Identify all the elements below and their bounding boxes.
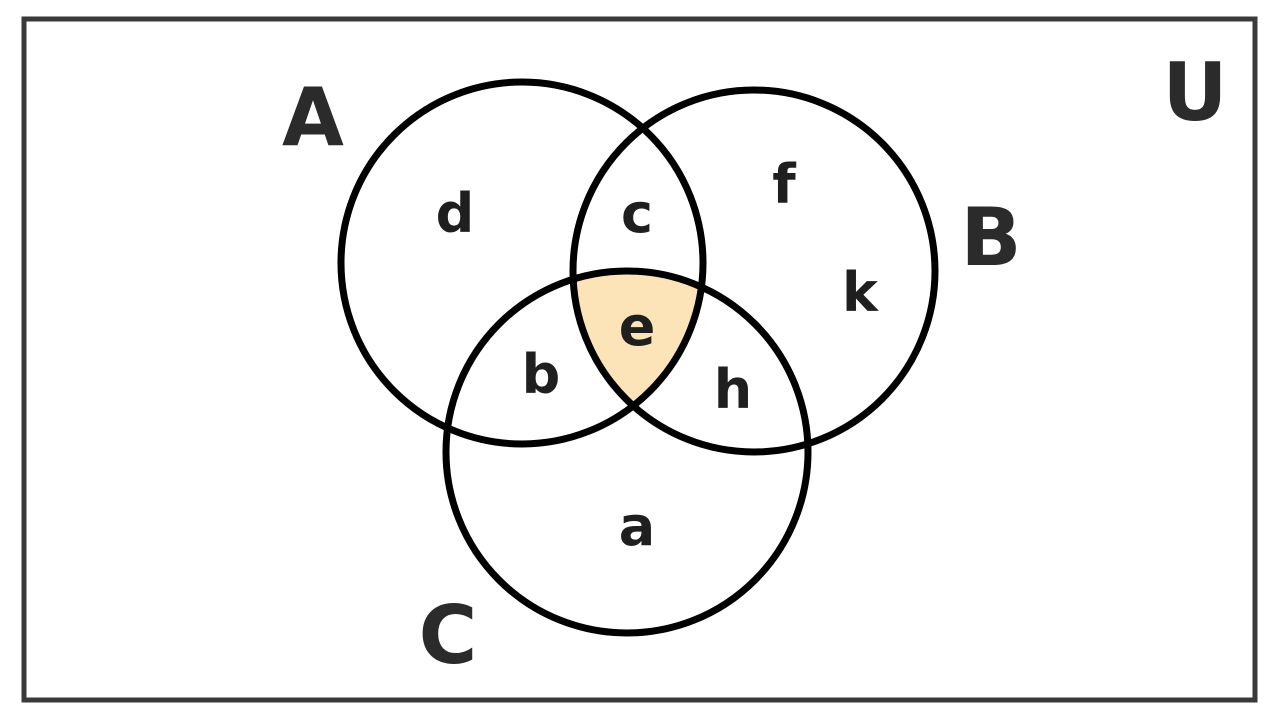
region-a-only-label: d <box>436 182 475 245</box>
universe-border <box>21 16 1258 703</box>
region-b-c-label: h <box>714 358 752 421</box>
region-b-only-top-label: f <box>772 153 796 216</box>
set-c-label: C <box>419 589 478 682</box>
set-a-label: A <box>282 71 344 164</box>
region-a-b-c-label: e <box>619 295 656 358</box>
region-a-c-label: b <box>522 343 561 406</box>
set-a-circle <box>337 78 707 448</box>
set-c-circle <box>442 267 812 637</box>
region-b-only-right-label: k <box>842 261 879 324</box>
set-b-label: B <box>961 191 1022 284</box>
universe-label: U <box>1163 46 1228 139</box>
region-a-b-label: c <box>621 182 653 245</box>
set-b-circle <box>569 86 939 456</box>
region-c-only-label: a <box>619 495 655 558</box>
